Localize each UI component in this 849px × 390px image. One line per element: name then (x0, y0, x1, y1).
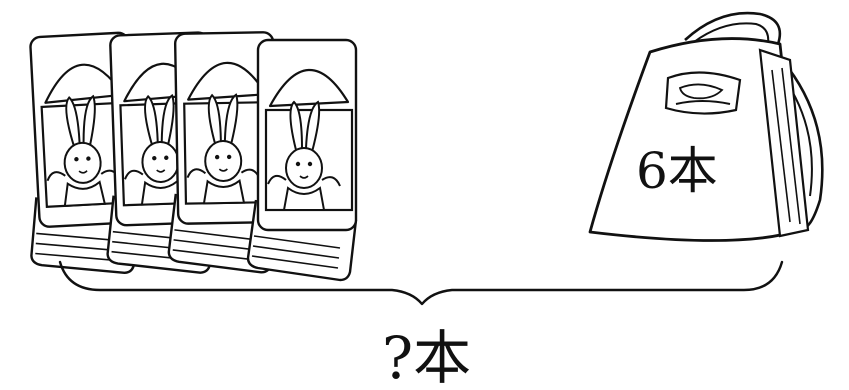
school-bag: 6本 (588, 11, 824, 242)
bag-count-label: 6本 (636, 142, 718, 200)
total-bracket (58, 260, 784, 306)
book-4 (246, 38, 358, 282)
question-label: ?本 (382, 324, 471, 390)
